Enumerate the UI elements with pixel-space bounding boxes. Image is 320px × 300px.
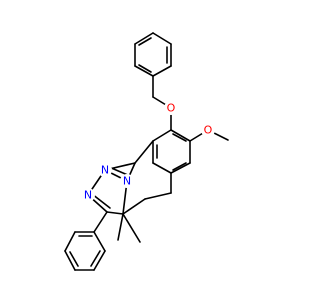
bond (172, 133, 187, 142)
bond (170, 162, 191, 174)
nitrogen-atom-label: N (123, 175, 131, 188)
bond (134, 65, 154, 77)
nitrogen-atom-label: N (101, 164, 109, 177)
bond (138, 64, 152, 73)
atom-labels: O O N N N (81, 101, 215, 202)
bond (122, 198, 146, 215)
atom-label-bg (81, 188, 95, 202)
bond (93, 250, 106, 271)
atom-label-bg (201, 123, 215, 137)
bond (90, 250, 101, 267)
bond (117, 213, 124, 241)
bond (122, 213, 141, 243)
atom-label-bg (164, 101, 178, 115)
oxygen-atom-label: O (204, 124, 213, 137)
bond (134, 32, 154, 45)
bond (152, 65, 172, 77)
bond (170, 129, 191, 142)
chemical-structure-diagram: O O N N N (64, 32, 229, 271)
bond (106, 211, 124, 215)
bonds (64, 32, 229, 271)
bond (138, 37, 152, 46)
oxygen-atom-label: O (167, 102, 176, 115)
bond (152, 162, 172, 174)
nitrogen-atom-label: N (84, 189, 92, 202)
bond (64, 231, 76, 252)
bond (93, 231, 106, 252)
bond (134, 140, 154, 164)
bond (93, 211, 108, 233)
bond (172, 162, 187, 171)
bond (64, 250, 76, 271)
bond (144, 192, 172, 200)
bond (152, 129, 172, 142)
bond (152, 32, 172, 45)
atom-label-bg (98, 163, 112, 177)
atom-label-bg (120, 174, 134, 188)
bond (69, 251, 79, 267)
bond (91, 193, 111, 209)
